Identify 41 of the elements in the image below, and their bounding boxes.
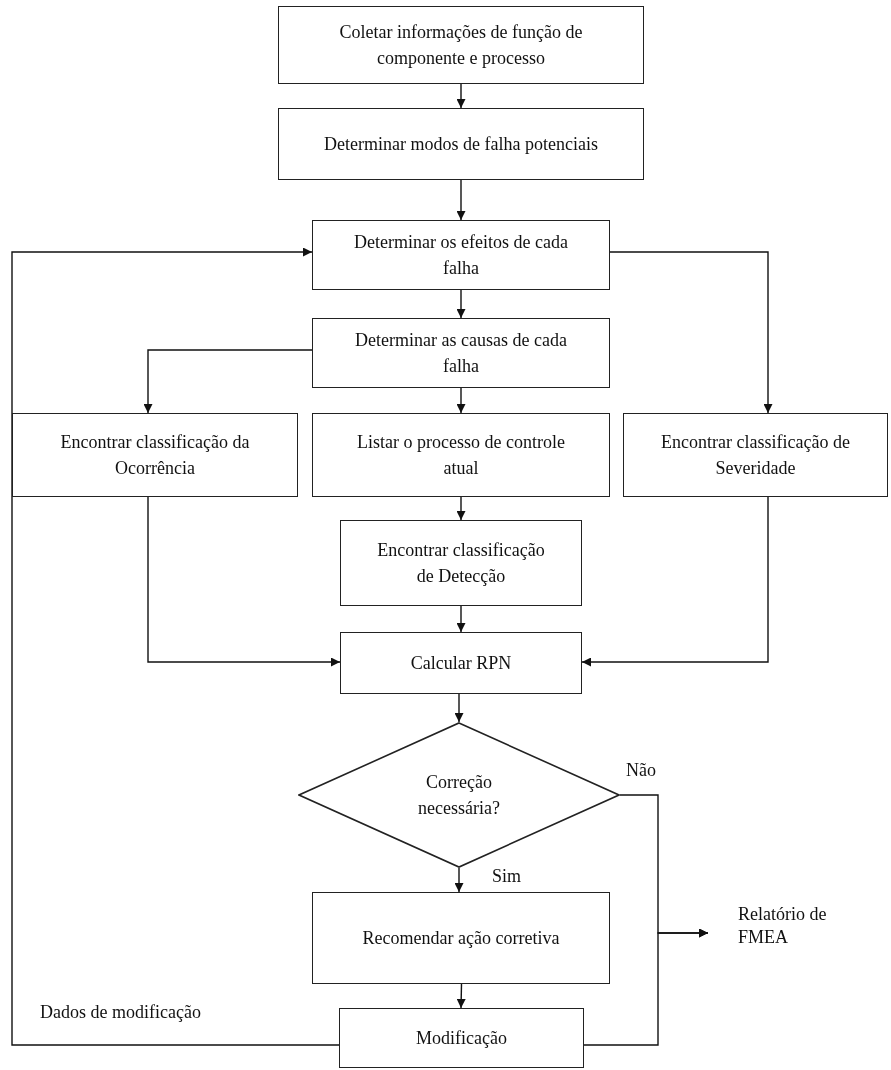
arrow [581,496,769,667]
arrow [583,928,709,1046]
step-text: Determinar as causas de cada falha [354,328,568,378]
arrow [147,496,341,667]
process-box [340,520,582,606]
arrow [456,983,466,1009]
arrow [454,693,464,723]
step-text: Calcular RPN [410,651,512,675]
step-text: Encontrar classificação da Ocorrência [59,430,251,480]
process-box [312,892,610,984]
arrow [143,349,313,414]
process-box [12,413,298,497]
process-box [339,1008,584,1068]
decision-diamond [298,722,620,868]
process-box [312,318,610,388]
step-text: Encontrar classificação de Severidade [660,430,851,480]
edge-label: Dados de modificação [38,1002,203,1024]
process-box [278,6,644,84]
step-text: Determinar os efeitos de cada falha [353,230,569,280]
arrow [456,605,466,633]
process-box [623,413,888,497]
arrow [11,247,340,1046]
arrow [456,179,466,221]
step-text: Coletar informações de função de componente e processo [338,20,584,70]
arrow [456,83,466,109]
process-box [278,108,644,180]
process-box [312,413,610,497]
step-text: Encontrar classificação de Detecção [376,538,546,588]
process-box [340,632,582,694]
step-text: Listar o processo de controle atual [356,430,566,480]
step-text: Correção necessária? [417,770,501,820]
step-text: Determinar modos de falha potenciais [324,132,598,156]
arrow [456,289,466,319]
step-text: Recomendar ação corretiva [362,926,560,950]
arrow [609,251,773,414]
output-label: Relatório de FMEA [738,898,848,954]
arrow [456,387,466,414]
arrow [456,496,466,521]
process-box [312,220,610,290]
arrow [454,867,464,893]
step-text: Modificação [416,1026,507,1050]
